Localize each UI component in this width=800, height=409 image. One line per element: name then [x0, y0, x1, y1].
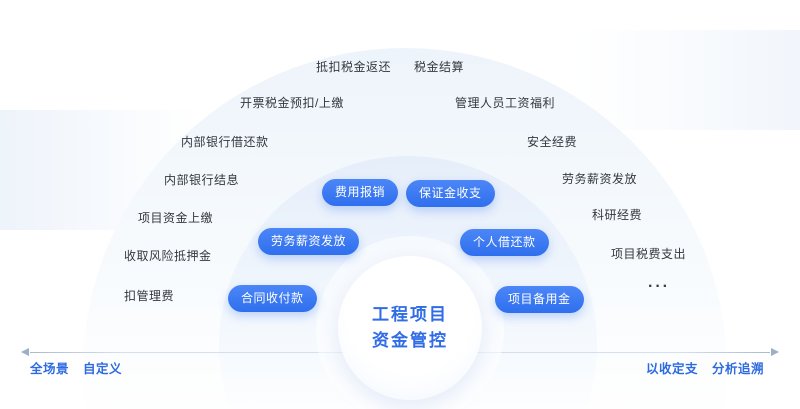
footer-label-spend-by-income: 以收定支	[645, 362, 698, 376]
node-personal-loan-repayment: 个人借还款	[460, 229, 549, 256]
footer-label-analysis-trace: 分析追溯	[711, 362, 764, 376]
footer-label-all-scenes: 全场景	[30, 362, 70, 376]
center-title-line1: 工程项目	[372, 305, 448, 324]
label-project-tax-expense: 项目税费支出	[611, 247, 687, 261]
background-streak-right	[580, 30, 800, 130]
label-safety-funds: 安全经费	[527, 135, 578, 149]
label-management-payroll-welfare: 管理人员工资福利	[455, 96, 556, 110]
center-title-line2: 资金管控	[372, 331, 448, 350]
label-labor-payroll-outer: 劳务薪资发放	[562, 172, 638, 186]
node-contract-payments: 合同收付款	[228, 285, 317, 312]
footer-right-group: 以收定支 分析追溯	[646, 358, 764, 377]
node-expense-reimbursement: 费用报销	[322, 179, 399, 206]
label-internal-bank-interest: 内部银行结息	[164, 173, 240, 187]
label-internal-bank-loans: 内部银行借还款	[181, 135, 269, 149]
label-management-fee-deduction: 扣管理费	[124, 289, 175, 303]
node-project-reserve-fund: 项目备用金	[495, 286, 584, 313]
footer-label-custom: 自定义	[83, 362, 123, 376]
label-more-ellipsis: ···	[648, 278, 670, 295]
node-deposit-income-expense: 保证金收支	[406, 180, 495, 207]
footer-left-group: 全场景 自定义	[30, 358, 122, 377]
label-invoice-tax-withholding: 开票税金预扣/上缴	[240, 96, 344, 110]
label-tax-deduction-refund: 抵扣税金返还	[316, 60, 392, 74]
label-research-funds: 科研经费	[592, 208, 643, 222]
right-arrow-icon	[771, 348, 779, 356]
label-risk-deposit-collection: 收取风险抵押金	[124, 249, 212, 263]
label-project-funds-turnover: 项目资金上缴	[138, 211, 214, 225]
label-tax-settlement: 税金结算	[414, 60, 465, 74]
left-arrow-icon	[21, 348, 29, 356]
center-circle: 工程项目 资金管控	[338, 256, 482, 400]
node-labor-payroll-payment: 劳务薪资发放	[258, 228, 360, 255]
